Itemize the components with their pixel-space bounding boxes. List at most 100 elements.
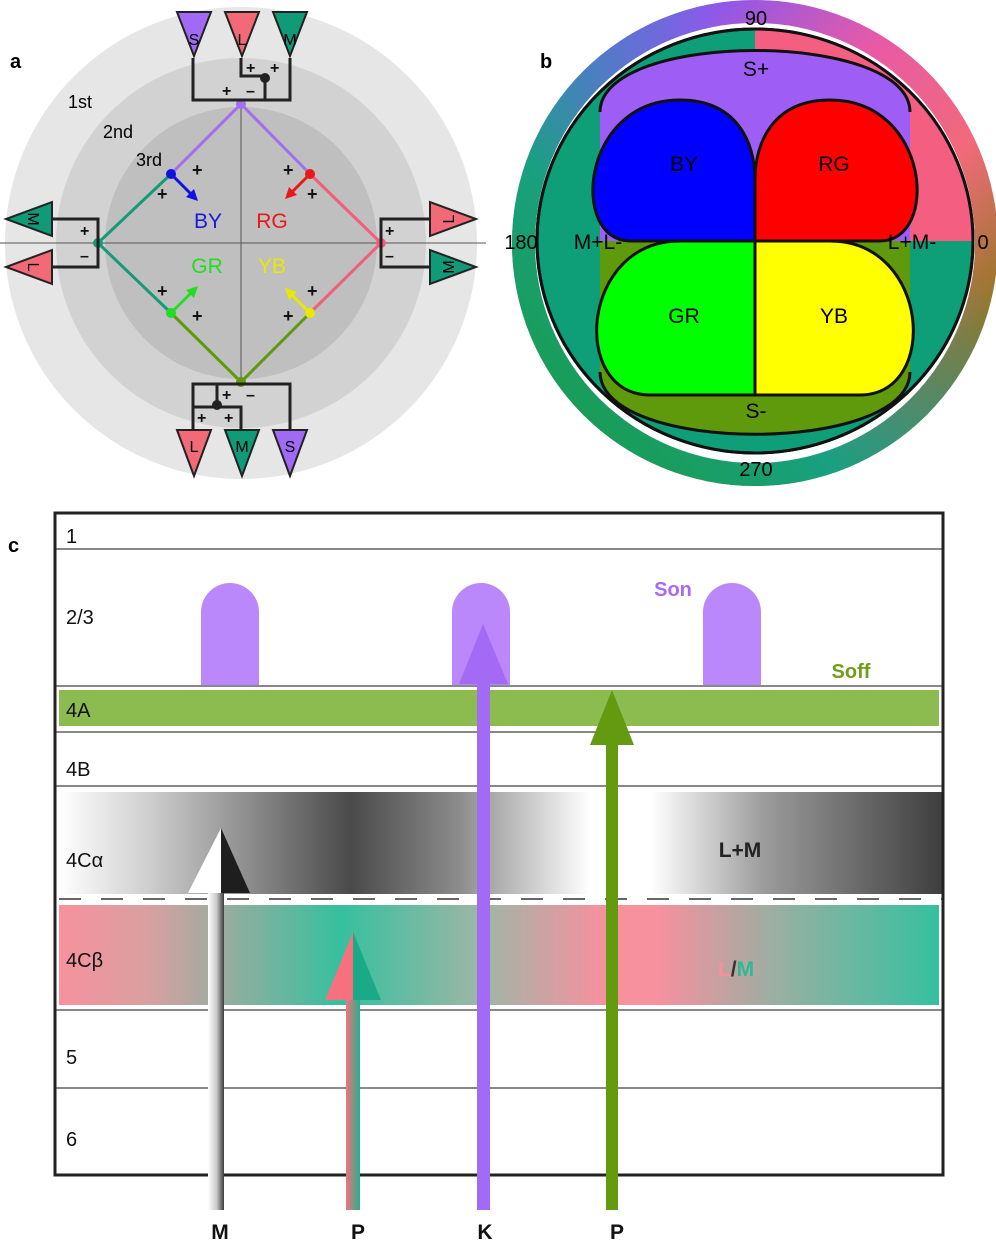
edge-right-bottom xyxy=(308,241,383,315)
region-s-minus-label: S- xyxy=(746,400,767,423)
node-signs: + + + + + + + + xyxy=(157,160,318,326)
edge-bottom-right xyxy=(239,311,312,384)
panel-c-letter: c xyxy=(8,535,19,557)
wiring-right-signs: + – xyxy=(385,223,394,265)
color-space xyxy=(535,27,975,455)
sign: + xyxy=(307,281,318,301)
layer-dividers xyxy=(55,548,943,1089)
edge-right-top xyxy=(308,172,383,245)
cone-bottom-m-label: M xyxy=(235,439,248,456)
cone-bottom-s xyxy=(271,429,309,479)
son-label: Son xyxy=(654,579,692,601)
arrow-by-head xyxy=(186,189,198,201)
angle-0: 0 xyxy=(977,232,988,254)
pathway-label-m: M xyxy=(211,1221,229,1242)
cone-top-m-label: M xyxy=(283,32,296,49)
cone-left-m xyxy=(3,200,53,238)
layer-label-2-3: 2/3 xyxy=(66,607,94,629)
edge-left-top xyxy=(96,172,173,245)
ring-label-3rd: 3rd xyxy=(136,150,162,170)
petal-yb xyxy=(753,239,915,397)
layer-label-1: 1 xyxy=(66,526,77,548)
cone-right-m xyxy=(429,248,479,286)
junction-top xyxy=(260,73,270,83)
petal-gr xyxy=(595,239,757,397)
m-label: M xyxy=(737,958,755,981)
cone-right-m-label: M xyxy=(441,260,458,273)
arrow-m-head-left xyxy=(188,828,221,893)
pathway-label-k: K xyxy=(477,1221,492,1242)
cone-top-s xyxy=(175,11,213,59)
pathway-label-p-parvo: P xyxy=(351,1221,365,1242)
wiring-left xyxy=(52,217,100,269)
l-label: L xyxy=(718,958,731,981)
arrow-gr xyxy=(169,290,194,315)
sign: + xyxy=(222,83,231,100)
junction-bottom xyxy=(212,400,222,410)
region-s-plus-label: S+ xyxy=(743,58,769,81)
cone-top-s-label: S xyxy=(189,32,200,49)
panel-c: c 1 2/3 4A 4B 4Cα 4Cβ xyxy=(8,511,945,1242)
sign: + xyxy=(192,160,203,180)
sign: + xyxy=(157,281,168,301)
cone-left-l xyxy=(3,248,53,286)
cone-right-l xyxy=(429,200,479,238)
cone-bottom-l xyxy=(175,429,213,479)
angle-90: 90 xyxy=(745,8,767,30)
sign: + xyxy=(222,387,231,404)
cortex-frame xyxy=(53,511,945,1177)
sign: – xyxy=(246,387,255,404)
arrow-yb-head xyxy=(285,288,297,300)
arrow-rg xyxy=(289,172,312,195)
angle-270: 270 xyxy=(739,459,772,481)
label-by: BY xyxy=(194,210,222,233)
sign: + xyxy=(157,184,168,204)
layer-label-4c-beta: 4Cβ xyxy=(66,950,103,972)
arrow-p-parvo-head-right xyxy=(353,932,381,1000)
arrow-k-head xyxy=(459,624,508,684)
arrow-gr-head xyxy=(186,286,198,298)
edge-top-right xyxy=(239,102,312,176)
sign: – xyxy=(246,83,255,100)
region-l-plus-m-minus-label: L+M- xyxy=(888,231,936,254)
layer-label-6: 6 xyxy=(66,1129,77,1151)
son-patch-1 xyxy=(201,583,259,685)
soff-label: Soff xyxy=(832,661,871,683)
cone-top-m xyxy=(271,11,309,59)
sign: + xyxy=(80,223,89,240)
layer-labels: 1 2/3 4A 4B 4Cα 4Cβ 5 6 xyxy=(66,526,103,1151)
arrow-m-head-right xyxy=(221,828,250,893)
petal-by-label: BY xyxy=(670,153,698,176)
layer-4a-band xyxy=(59,690,939,726)
pathway-labels: M P K P xyxy=(211,1221,624,1242)
sign: + xyxy=(197,410,206,427)
wiring-bottom-signs: + – + + xyxy=(197,387,255,427)
cone-bottom-m xyxy=(223,429,261,479)
lm-label: L+M xyxy=(719,839,762,862)
arrow-p-parvo-shaft xyxy=(346,990,360,1210)
arrow-p-parvo-head-left xyxy=(325,932,353,1000)
layer-label-4c-alpha: 4Cα xyxy=(66,850,103,872)
sign: – xyxy=(385,248,394,265)
panel-a-letter: a xyxy=(10,51,22,73)
cone-right-l-label: L xyxy=(441,214,458,223)
arrow-p-soff-shaft xyxy=(606,740,618,1210)
sign: + xyxy=(283,306,294,326)
sign: + xyxy=(224,410,233,427)
arrow-by xyxy=(169,172,194,197)
petal-gr-label: GR xyxy=(668,305,700,328)
label-yb: YB xyxy=(258,255,286,278)
petal-yb-label: YB xyxy=(820,305,848,328)
edge-left-bottom xyxy=(96,241,173,315)
sign: + xyxy=(192,306,203,326)
layer-label-4a: 4A xyxy=(66,700,91,722)
label-gr: GR xyxy=(191,255,223,278)
cone-left-m-label: M xyxy=(24,212,41,225)
cone-top-l xyxy=(223,11,261,59)
panel-a: a 1st 2nd 3rd BY xyxy=(0,7,486,479)
sign: + xyxy=(385,223,394,240)
sign: + xyxy=(307,184,318,204)
cone-bottom-l-label: L xyxy=(190,439,199,456)
wiring-right xyxy=(379,217,430,269)
